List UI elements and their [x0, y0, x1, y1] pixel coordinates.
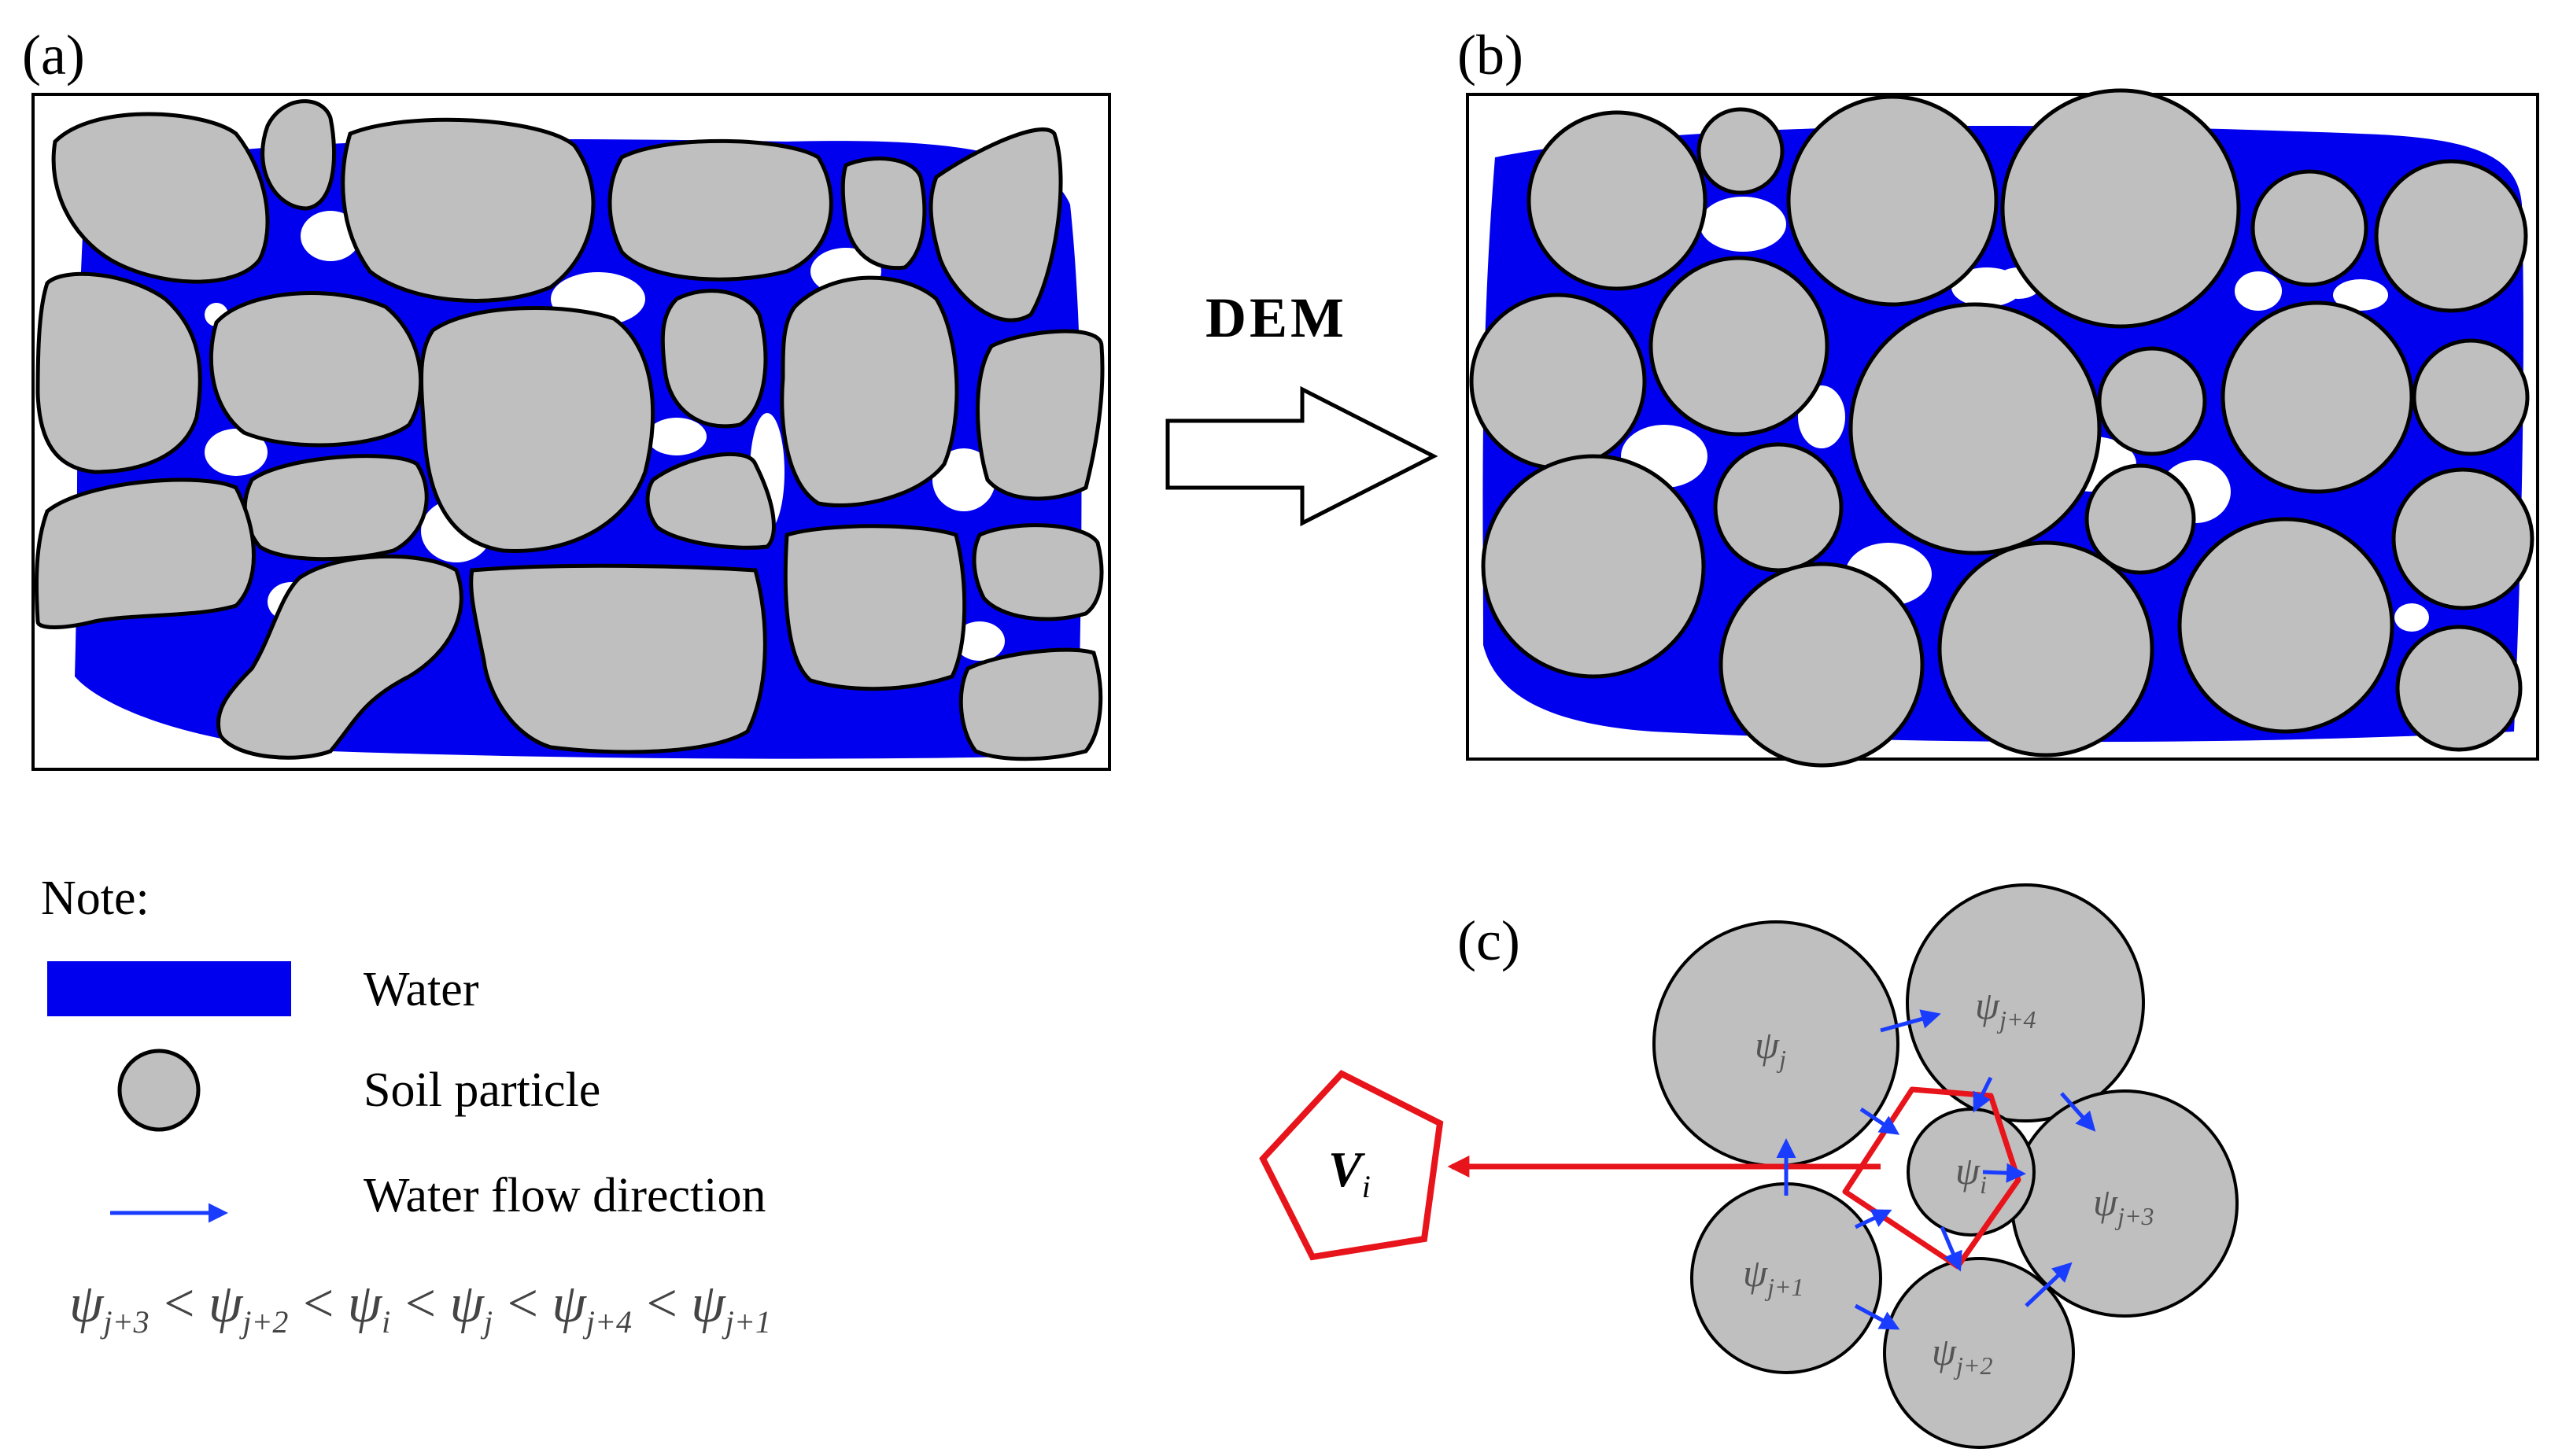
soil-particle	[1848, 302, 2102, 555]
label-psi-j4: ψj+4	[1975, 983, 2036, 1034]
legend-flow-label: Water flow direction	[364, 1169, 766, 1222]
soil-particle	[1526, 110, 1707, 291]
irregular-particle	[972, 523, 1104, 621]
irregular-particle	[928, 127, 1063, 323]
soil-particle	[1696, 107, 1785, 195]
soil-particle	[1648, 256, 1829, 437]
soil-particle	[2000, 88, 2241, 329]
flow-arrow-icon	[2025, 1262, 2073, 1307]
label-psi-j3: ψj+3	[2093, 1180, 2154, 1230]
irregular-particle	[976, 329, 1105, 501]
panel-a-irregular-particles	[31, 93, 1111, 771]
pore	[2394, 603, 2429, 632]
label-psi-j1: ψj+1	[1743, 1251, 1804, 1301]
soil-particle	[2374, 159, 2528, 313]
label-psi-i: ψi	[1955, 1148, 1987, 1199]
soil-particle	[1786, 94, 1999, 307]
irregular-particle	[216, 554, 463, 760]
irregular-particle	[35, 271, 202, 474]
voronoi-pentagon	[1259, 1070, 1444, 1261]
flow-arrow-icon	[1940, 1226, 1962, 1272]
irregular-particle	[419, 305, 655, 553]
irregular-particle	[469, 563, 767, 754]
soil-particle	[1469, 293, 1647, 470]
pore	[1700, 197, 1786, 252]
soil-particle	[2395, 625, 2523, 752]
soil-particle	[2084, 463, 2196, 575]
flow-arrow-icon	[1880, 1009, 1941, 1033]
particle-psi-j4	[1906, 883, 2145, 1122]
legend-water-swatch	[47, 961, 291, 1016]
soil-particle	[1937, 540, 2154, 757]
legend-water-label: Water	[364, 963, 479, 1016]
potential-inequality: ψj+3<ψj+2<ψi<ψj<ψj+4<ψj+1	[69, 1274, 771, 1340]
pore	[301, 211, 360, 261]
flow-arrow-icon	[2060, 1092, 2096, 1132]
irregular-particle	[51, 112, 270, 284]
flow-arrows	[1776, 1009, 2096, 1330]
soil-particle	[1713, 442, 1844, 573]
flow-arrow-icon	[1973, 1076, 1993, 1113]
irregular-particle	[341, 117, 596, 303]
soil-particle	[1718, 562, 1925, 768]
irregular-particle	[660, 289, 768, 429]
label-psi-j2: ψj+2	[1932, 1329, 1993, 1380]
dem-label: DEM	[1205, 286, 1347, 349]
voronoi-label: Vi	[1328, 1141, 1371, 1204]
legend-title: Note:	[41, 872, 150, 925]
legend-particle-label: Soil particle	[364, 1063, 600, 1117]
panel-label-b: (b)	[1457, 24, 1523, 87]
irregular-particle	[260, 99, 337, 211]
irregular-particle	[958, 647, 1103, 761]
pore	[2333, 279, 2388, 311]
irregular-particle	[209, 291, 423, 448]
irregular-particle	[783, 524, 967, 691]
legend: Note: Water Soil particle Water flow dir…	[41, 872, 766, 1223]
panel-label-a: (a)	[22, 24, 85, 87]
pore	[205, 429, 268, 476]
flow-arrow-icon	[1982, 1163, 2026, 1183]
pore	[932, 448, 995, 511]
irregular-particle	[780, 275, 959, 507]
panel-label-c: (c)	[1457, 909, 1520, 972]
soil-particle	[2221, 300, 2414, 494]
dem-arrow	[1165, 385, 1438, 527]
label-psi-j: ψj	[1755, 1023, 1786, 1073]
flow-arrow-icon	[1859, 1107, 1900, 1135]
pore	[647, 418, 707, 455]
irregular-particle	[840, 157, 927, 271]
irregular-particle	[34, 477, 256, 629]
pore	[2235, 271, 2282, 311]
panel-a-particles	[34, 99, 1105, 761]
soil-particle	[2097, 346, 2207, 456]
soil-particle	[2250, 169, 2368, 287]
legend-particle-circle	[117, 1049, 201, 1132]
soil-particle	[2177, 517, 2394, 734]
irregular-particle	[607, 138, 833, 282]
pore	[954, 621, 1005, 661]
flow-arrow-icon	[1854, 1209, 1892, 1229]
irregular-particle	[645, 452, 776, 550]
panel-c-network: Vi ψj ψj+4 ψi ψj+3 ψj+1 ψj+2	[1259, 883, 2239, 1449]
flow-arrow-icon	[1854, 1303, 1900, 1330]
soil-particle	[1481, 454, 1706, 679]
panel-b-circular-particles	[1466, 88, 2539, 768]
irregular-particle	[242, 454, 429, 562]
soil-particle	[2412, 338, 2530, 456]
soil-particle	[2391, 467, 2534, 610]
